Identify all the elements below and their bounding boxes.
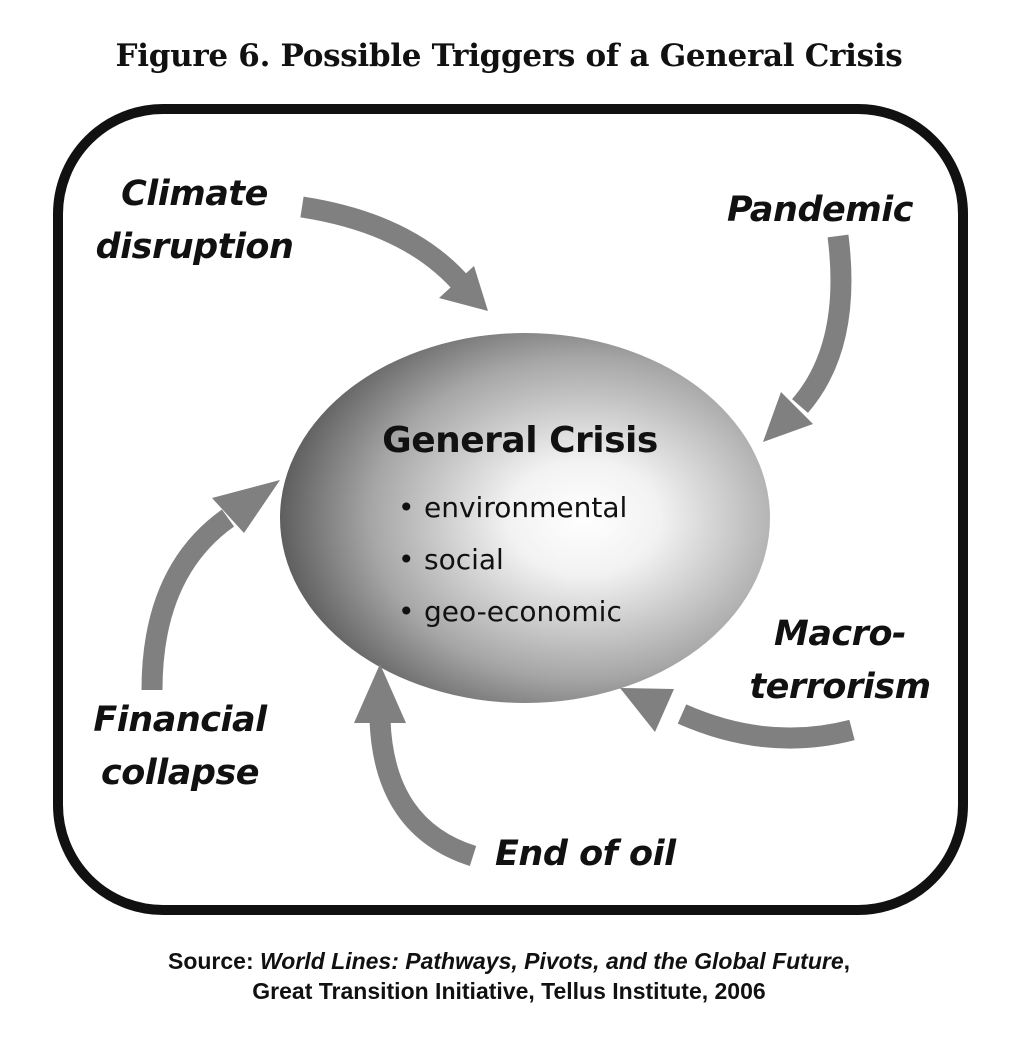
source-work-title: World Lines: Pathways, Pivots, and the G… bbox=[260, 948, 844, 974]
figure-title: Figure 6. Possible Triggers of a General… bbox=[115, 38, 903, 74]
trigger-pandemic: Pandemic bbox=[715, 184, 925, 237]
source-citation: Source: World Lines: Pathways, Pivots, a… bbox=[0, 946, 1018, 1006]
source-label: Source: bbox=[167, 948, 254, 974]
trigger-pandemic-line1: Pandemic bbox=[727, 190, 913, 230]
arrow-climate-shaft bbox=[300, 196, 474, 295]
arrow-pandemic-head bbox=[763, 392, 813, 442]
source-line2: Great Transition Initiative, Tellus Inst… bbox=[252, 978, 766, 1004]
trigger-climate-line1: Climate bbox=[121, 174, 268, 214]
trigger-climate-disruption: Climate disruption bbox=[92, 168, 297, 274]
trigger-macro-line2: terrorism bbox=[749, 667, 931, 707]
trigger-financial-collapse: Financial collapse bbox=[80, 694, 280, 800]
arrow-financial-shaft bbox=[141, 509, 235, 691]
arrow-macro-head bbox=[620, 688, 674, 732]
trigger-end-of-oil: End of oil bbox=[495, 828, 715, 881]
arrow-climate-head bbox=[439, 266, 488, 311]
crisis-item: environmental bbox=[398, 482, 627, 534]
arrow-pandemic-shaft bbox=[791, 234, 852, 413]
general-crisis-list: environmental social geo-economic bbox=[398, 482, 627, 638]
arrow-financial-head bbox=[212, 480, 280, 533]
arrow-oil-head bbox=[354, 664, 406, 723]
arrows bbox=[141, 196, 855, 867]
trigger-oil-line1: End of oil bbox=[495, 834, 676, 874]
crisis-item: social bbox=[398, 534, 627, 586]
source-line1: Source: World Lines: Pathways, Pivots, a… bbox=[167, 948, 851, 974]
arrow-macro-shaft bbox=[677, 704, 855, 749]
crisis-item: geo-economic bbox=[398, 586, 627, 638]
trigger-macro-line1: Macro- bbox=[773, 614, 907, 654]
arrow-oil-shaft bbox=[369, 719, 477, 867]
general-crisis-title: General Crisis bbox=[382, 420, 658, 461]
trigger-climate-line2: disruption bbox=[95, 227, 294, 267]
trigger-macro-terrorism: Macro- terrorism bbox=[740, 608, 940, 714]
arrow-heads bbox=[212, 266, 813, 732]
trigger-financial-line1: Financial bbox=[93, 700, 267, 740]
trigger-financial-line2: collapse bbox=[100, 753, 260, 793]
